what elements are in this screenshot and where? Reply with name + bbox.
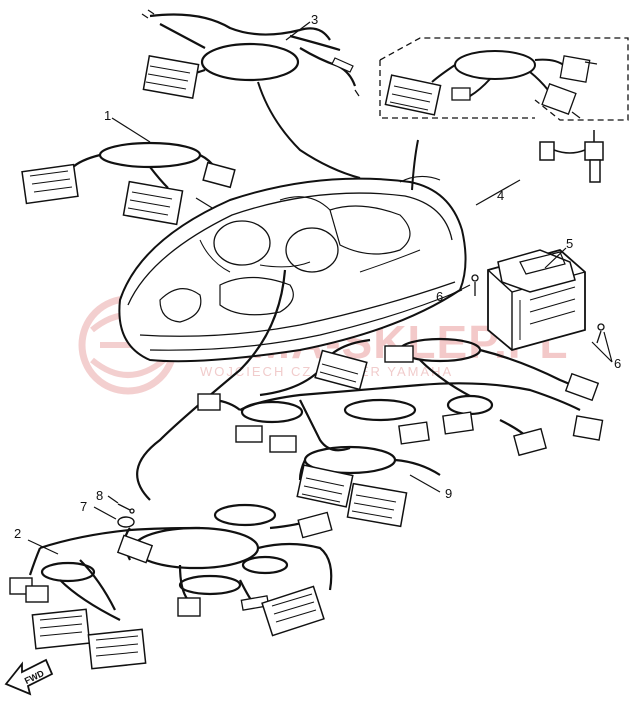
part-4-group — [379, 37, 629, 183]
callout-6-left: 6 — [436, 289, 443, 304]
temperature-sensor — [539, 130, 604, 183]
leader-6a — [447, 284, 471, 297]
main-routing-wire — [136, 269, 287, 501]
leader-3-callout — [285, 21, 311, 41]
jet-boat-hull — [118, 175, 467, 363]
leader-9 — [409, 474, 441, 493]
leader-7 — [93, 506, 117, 520]
callout-7: 7 — [80, 499, 87, 514]
leader-4-harness — [411, 139, 419, 191]
callout-2: 2 — [14, 526, 21, 541]
fwd-direction-arrow: FWD — [4, 658, 54, 696]
leader-8 — [107, 495, 119, 504]
part-8-screw — [117, 503, 135, 514]
screw-6-right — [596, 323, 605, 344]
part-2-harness — [9, 503, 333, 670]
leader-1 — [111, 117, 151, 143]
callout-6-right: 6 — [614, 356, 621, 371]
callout-8: 8 — [96, 488, 103, 503]
leader-4 — [475, 179, 521, 206]
callout-1: 1 — [104, 108, 111, 123]
part-9-harness — [197, 337, 604, 528]
screw-6-left — [471, 274, 479, 296]
leader-6b — [591, 331, 613, 363]
part-7-clamp — [117, 516, 135, 528]
leader-3 — [257, 81, 361, 179]
callout-4: 4 — [497, 188, 504, 203]
callout-9: 9 — [445, 486, 452, 501]
leader-5 — [544, 247, 567, 269]
part-5-battery-box — [487, 249, 586, 351]
part-3-harness — [141, 9, 360, 99]
callout-3: 3 — [311, 12, 318, 27]
part-1-harness — [21, 141, 236, 226]
leader-2 — [27, 539, 59, 555]
callout-5: 5 — [566, 236, 573, 251]
